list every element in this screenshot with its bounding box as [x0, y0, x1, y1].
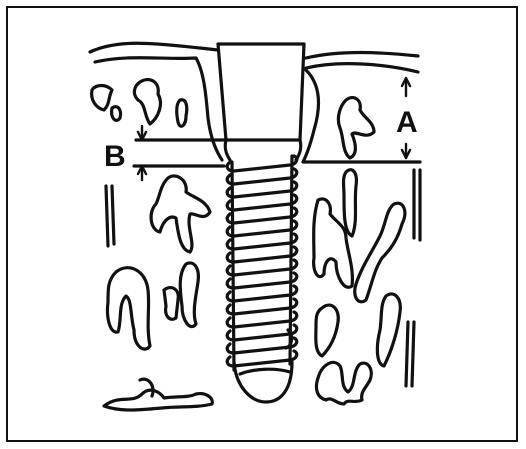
implant-body-left-wall — [232, 162, 234, 370]
implant-thread — [227, 156, 297, 171]
implant-threaded-body — [227, 156, 297, 370]
trabecular-bone-left — [92, 80, 213, 410]
label-a: A — [396, 106, 418, 139]
implant-collar — [218, 44, 304, 160]
label-b: B — [104, 140, 126, 173]
trabecular-bone-right — [314, 98, 420, 404]
bone-level-lines — [134, 140, 420, 166]
dimension-b-arrow — [138, 126, 146, 180]
